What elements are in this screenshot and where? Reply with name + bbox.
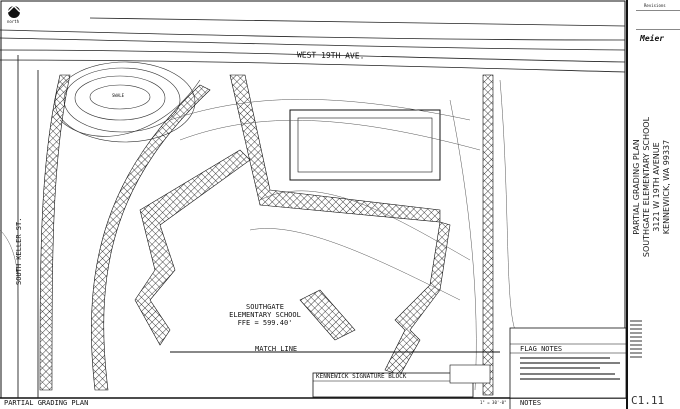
swale-label: SWALE [112, 93, 125, 98]
school-label: SOUTHGATE ELEMENTARY SCHOOL FFE = 599.40… [200, 303, 330, 327]
building-outline [289, 109, 441, 181]
scale-label: 1" = 30'-0" [480, 400, 507, 405]
flag-notes-title: FLAG NOTES [520, 345, 563, 353]
hatched-walkway-west [39, 74, 71, 391]
hatched-strip-east [482, 74, 494, 396]
firm-mark-logo [630, 320, 642, 360]
revisions-table [636, 10, 680, 30]
revisions-label: Revisions [644, 3, 666, 8]
plan-title: PARTIAL GRADING PLAN [632, 139, 641, 235]
firm-logo: Meier [640, 34, 665, 43]
school-name-1: SOUTHGATE [246, 303, 284, 311]
west-19th-ave-road [0, 17, 626, 73]
stamp-note-box [449, 364, 491, 384]
ffe-label: FFE = 599.40' [237, 319, 293, 327]
north-arrow-icon [7, 4, 21, 18]
project-title-vertical: PARTIAL GRADING PLAN SOUTHGATE ELEMENTAR… [632, 112, 672, 262]
flag-notes-text-lines [520, 357, 620, 380]
school-name-2: ELEMENTARY SCHOOL [229, 311, 301, 319]
hatched-path-sw [134, 149, 251, 346]
swale-contours [54, 61, 201, 143]
hatched-ramp [299, 289, 356, 341]
project-name: SOUTHGATE ELEMENTARY SCHOOL [642, 116, 651, 258]
project-address: 3121 W 19TH AVENUE [652, 142, 661, 232]
notes-title: NOTES [520, 399, 542, 407]
title-block: Revisions Meier PARTIAL GRADING PLAN SOU… [626, 0, 680, 409]
signature-block-title: KENNEWICK SIGNATURE BLOCK [316, 373, 407, 380]
hatched-walkway-curve [91, 84, 211, 391]
street-label-keller: SOUTH KELLER ST. [15, 217, 23, 285]
signature-block-box [312, 372, 474, 398]
match-line-label: MATCH LINE [255, 345, 298, 353]
building-inner-outline [297, 117, 433, 173]
sheet-number: C1.11 [631, 394, 665, 407]
sheet-label: PARTIAL GRADING PLAN [4, 399, 89, 407]
keller-street-road [17, 55, 39, 398]
hatched-path-center [229, 74, 441, 223]
contour-lines [0, 79, 516, 391]
street-label-west-19th: WEST 19TH AVE. [296, 50, 365, 61]
north-arrow-label: north [7, 19, 20, 24]
project-city: KENNEWICK, WA 99337 [662, 139, 671, 235]
